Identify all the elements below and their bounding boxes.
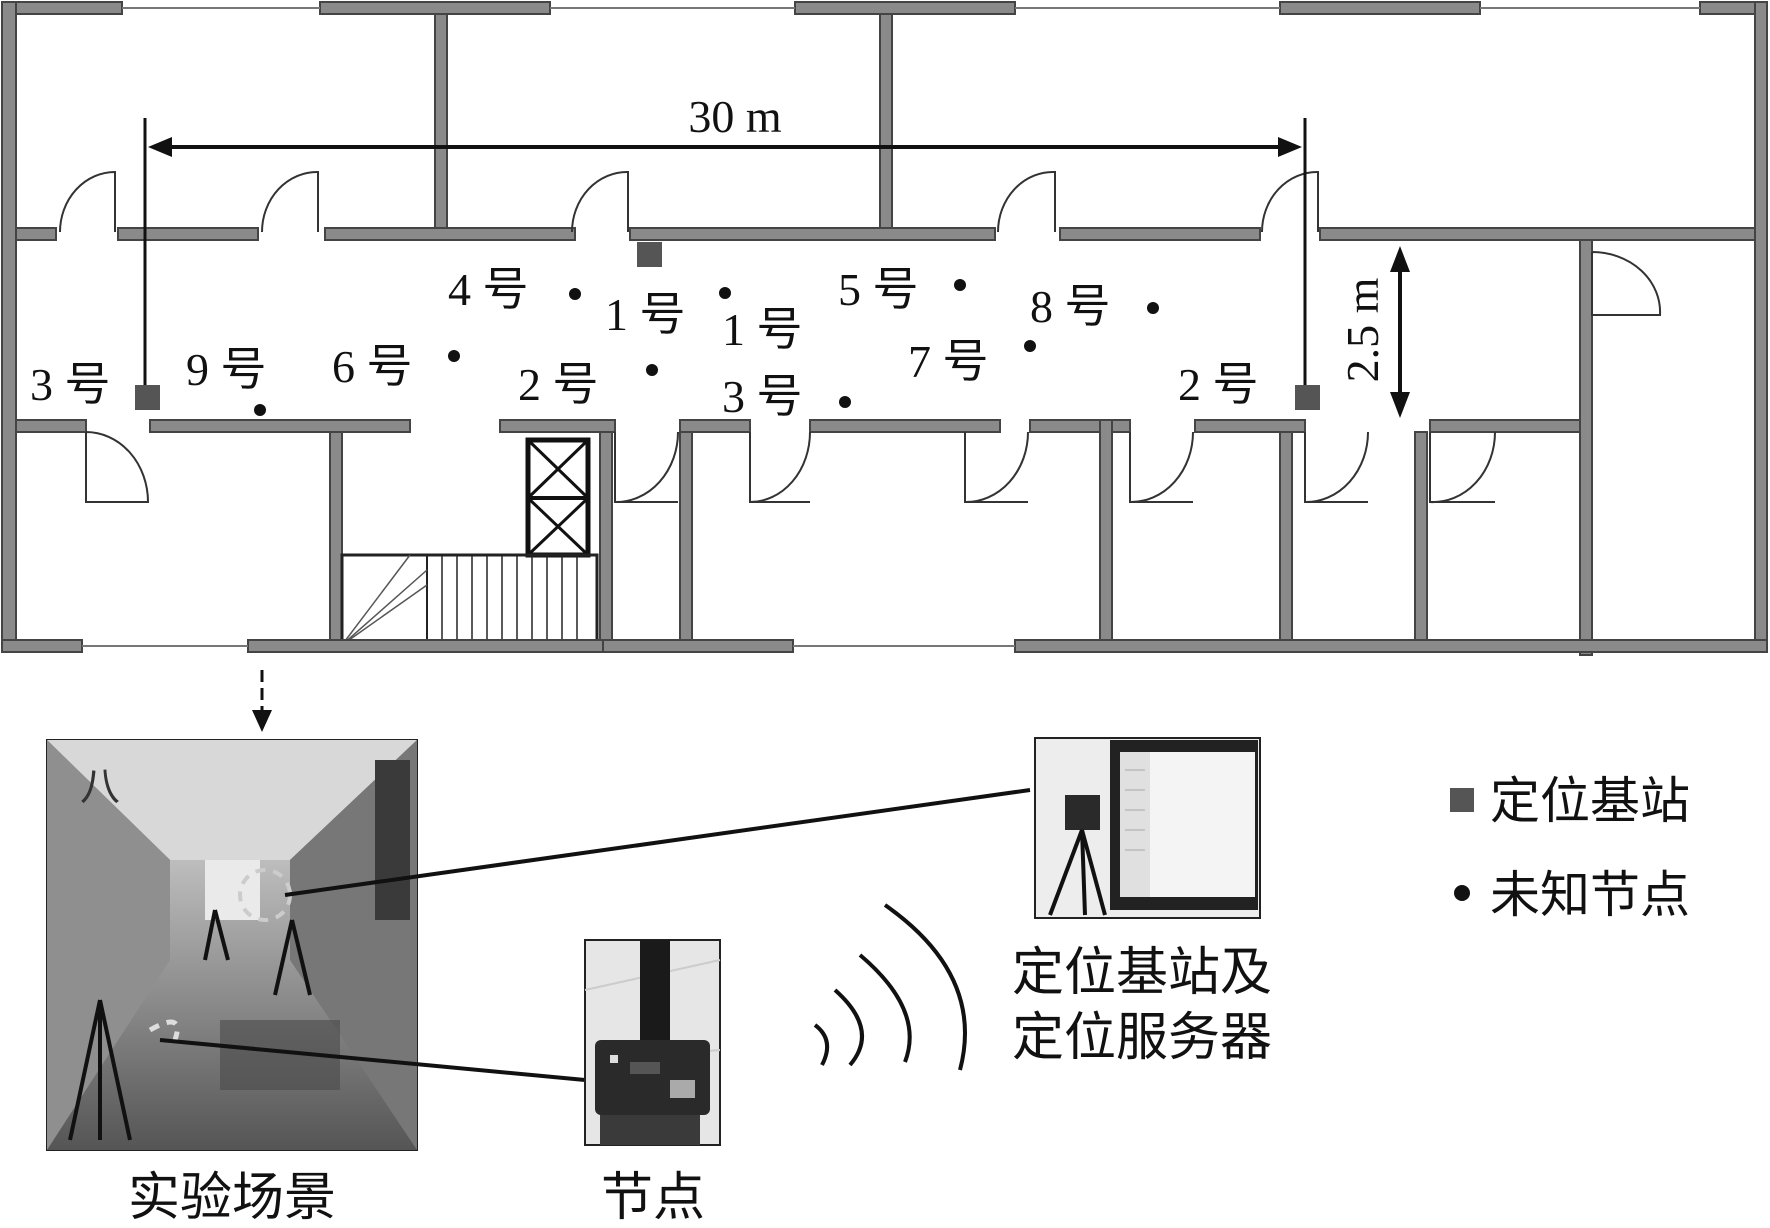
base-stations: 3 号 2 号 xyxy=(30,242,1320,410)
building-walls xyxy=(1,1,1768,656)
node-dot xyxy=(569,288,581,300)
node-photo xyxy=(584,939,721,1146)
corridor-width-dimension: 2.5 m xyxy=(1337,246,1410,418)
legend-base-station-marker xyxy=(1450,788,1474,812)
scene-arrow xyxy=(252,670,272,732)
corridor-width-label: 2.5 m xyxy=(1337,277,1388,382)
node-dot xyxy=(448,350,460,362)
connector-line xyxy=(159,1038,586,1082)
node-label: 2 号 xyxy=(518,359,599,410)
legend-node-marker xyxy=(1454,885,1470,901)
node-dot xyxy=(646,364,658,376)
width-label: 30 m xyxy=(688,91,782,142)
server-caption-line2: 定位服务器 xyxy=(1012,1010,1272,1067)
node-label: 7 号 xyxy=(908,336,989,387)
legend: 定位基站 未知节点 xyxy=(1450,773,1690,923)
scene-photo: 八 xyxy=(46,739,418,1151)
node-dot xyxy=(1024,340,1036,352)
node-dot xyxy=(954,279,966,291)
node-label: 5 号 xyxy=(838,264,919,315)
connector-line xyxy=(284,788,1031,897)
base-station-marker xyxy=(1295,385,1320,410)
scene-caption: 实验场景 xyxy=(128,1170,336,1227)
base-station-marker xyxy=(135,385,160,410)
node-dot xyxy=(839,396,851,408)
node-caption: 节点 xyxy=(601,1170,705,1227)
node-label: 9 号 xyxy=(186,344,267,395)
server-photo xyxy=(1034,737,1261,919)
node-label: 6 号 xyxy=(332,341,413,392)
legend-node-label: 未知节点 xyxy=(1490,867,1690,923)
node-label: 8 号 xyxy=(1030,281,1111,332)
svg-text:八: 八 xyxy=(80,764,120,810)
server-caption-line1: 定位基站及 xyxy=(1012,945,1272,1002)
wireless-signal-icon xyxy=(813,903,967,1071)
node-dot xyxy=(1147,302,1159,314)
base-station-label: 3 号 xyxy=(30,359,111,410)
node-label: 3 号 xyxy=(722,371,803,422)
node-dot xyxy=(254,404,266,416)
base-station-label: 2 号 xyxy=(1178,359,1259,410)
base-station-marker xyxy=(637,242,662,267)
node-label: 1 号 xyxy=(722,304,803,355)
node-dot xyxy=(719,287,731,299)
legend-base-station-label: 定位基站 xyxy=(1490,773,1690,829)
node-label: 1 号 xyxy=(605,289,686,340)
width-dimension: 30 m xyxy=(143,91,1307,410)
unknown-nodes: 9 号 6 号 4 号 2 号 1 号 1 号 3 号 5 号 7 号 8 号 xyxy=(186,264,1159,422)
node-label: 4 号 xyxy=(448,264,529,315)
